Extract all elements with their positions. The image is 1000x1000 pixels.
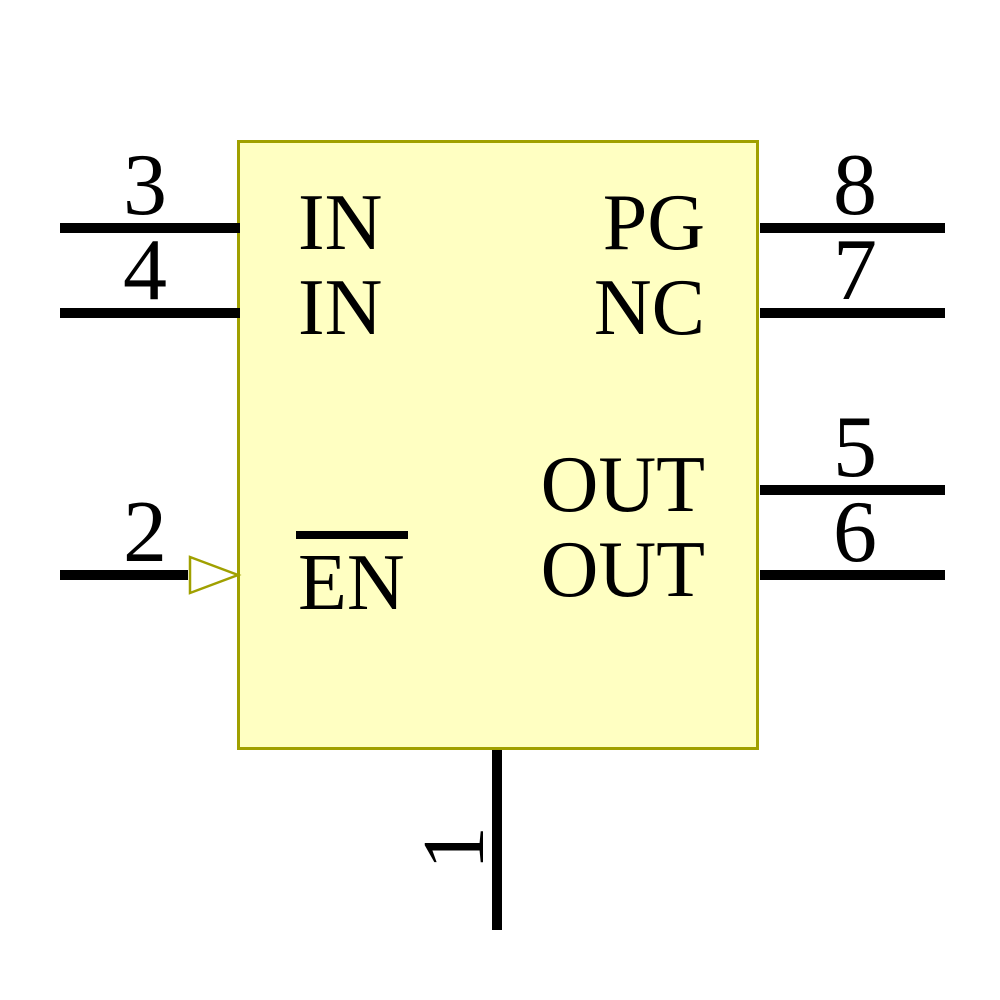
pin-3-number: 3 (123, 137, 167, 234)
pin-2-line[interactable] (60, 570, 188, 580)
en-overline-bar (296, 531, 408, 539)
pin-1-line[interactable] (492, 750, 502, 930)
pin-3-line[interactable] (60, 223, 240, 233)
pin-6-label: OUT (540, 526, 705, 614)
pin-5-line[interactable] (760, 485, 945, 495)
pin-8-label: PG (602, 179, 705, 267)
pin-5-number: 5 (833, 399, 877, 496)
pin-7-number: 7 (833, 222, 877, 319)
pin-5-label: OUT (540, 441, 705, 529)
pin-7-label: NC (593, 264, 705, 352)
pin-2-number: 2 (123, 484, 167, 581)
pin-8-number: 8 (833, 137, 877, 234)
pin-1-number: 1 (406, 826, 503, 870)
pin-3-label: IN (298, 179, 383, 267)
pin-4-number: 4 (123, 222, 167, 319)
pin-7-line[interactable] (760, 308, 945, 318)
pin-6-number: 6 (833, 484, 877, 581)
pin-8-line[interactable] (760, 223, 945, 233)
pin-6-line[interactable] (760, 570, 945, 580)
pin-2-label: EN (298, 539, 405, 627)
input-arrow-icon (188, 553, 242, 597)
pin-4-label: IN (298, 264, 383, 352)
pin-4-line[interactable] (60, 308, 240, 318)
component-body[interactable] (237, 140, 759, 750)
